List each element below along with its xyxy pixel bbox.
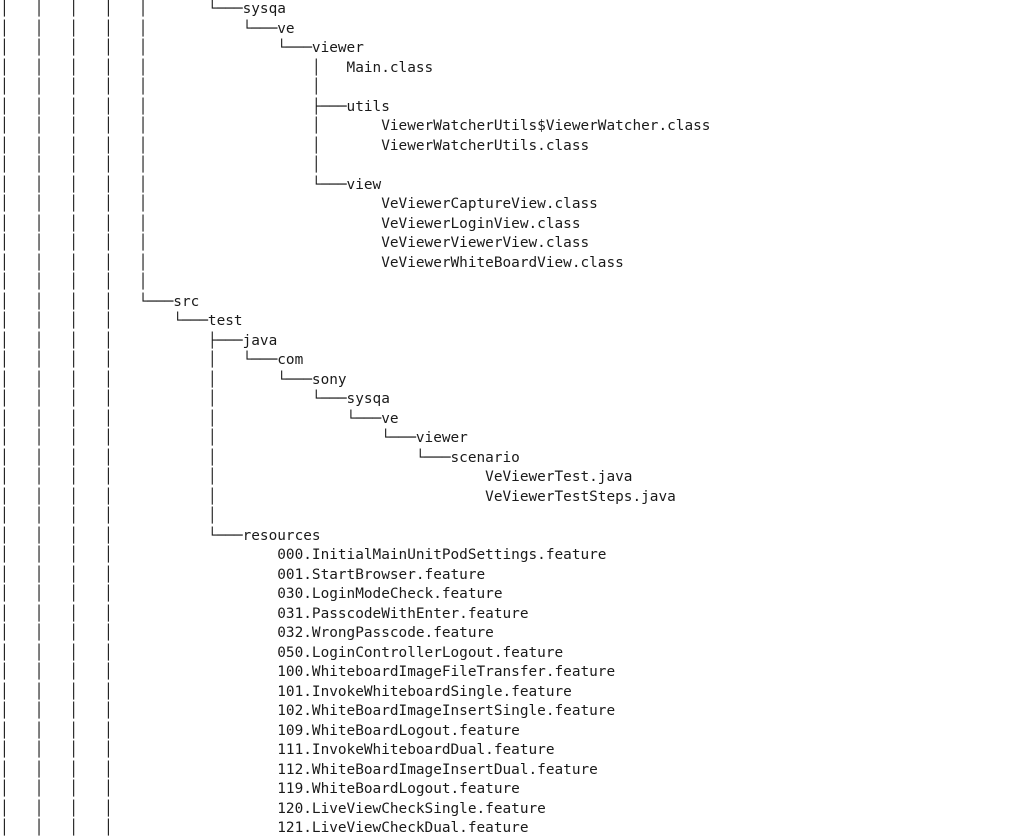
tree-line-viewer-test: │ │ │ │ │ └───viewer: [0, 430, 468, 446]
tree-line-test: │ │ │ │ └───test: [0, 313, 243, 329]
tree-line-spacer: │ │ │ │ │: [0, 274, 148, 290]
tree-line-view: │ │ │ │ │ └───view: [0, 176, 382, 193]
tree-line-whiteboard-view-class: │ │ │ │ │ VeViewerWhiteBoardView.class: [0, 254, 624, 271]
tree-line-sony: │ │ │ │ │ └───sony: [0, 371, 347, 388]
tree-line-viewer-test-java: │ │ │ │ │ VeViewerTest.java: [0, 469, 633, 485]
tree-line-feature-102: │ │ │ │ 102.WhiteBoardImageInsertSingle.…: [0, 703, 616, 719]
tree-line-feature-121: │ │ │ │ 121.LiveViewCheckDual.feature: [0, 820, 529, 836]
tree-line-viewer-view-class: │ │ │ │ │ VeViewerViewerView.class: [0, 235, 590, 251]
tree-line-com: │ │ │ │ │ └───com: [0, 352, 304, 368]
directory-tree: │ │ │ │ │ └───sysqa │ │ │ │ │ └───ve │ │…: [0, 1, 711, 836]
tree-line-spacer: │ │ │ │ │ │: [0, 157, 321, 173]
tree-line-feature-120: │ │ │ │ 120.LiveViewCheckSingle.feature: [0, 800, 546, 817]
tree-line-viewer-test-steps-java: │ │ │ │ │ VeViewerTestSteps.java: [0, 488, 676, 505]
tree-line-java: │ │ │ │ ├───java: [0, 332, 278, 349]
tree-line-sysqa: │ │ │ │ │ └───sysqa: [0, 1, 286, 17]
tree-line-feature-032: │ │ │ │ 032.WrongPasscode.feature: [0, 625, 494, 641]
tree-line-scenario: │ │ │ │ │ └───scenario: [0, 449, 520, 466]
tree-line-feature-000: │ │ │ │ 000.InitialMainUnitPodSettings.f…: [0, 547, 607, 563]
tree-line-spacer: │ │ │ │ │ │: [0, 79, 321, 95]
tree-line-feature-031: │ │ │ │ 031.PasscodeWithEnter.feature: [0, 605, 529, 622]
tree-line-feature-111: │ │ │ │ 111.InvokeWhiteboardDual.feature: [0, 742, 555, 758]
tree-line-feature-100: │ │ │ │ 100.WhiteboardImageFileTransfer.…: [0, 664, 616, 680]
tree-line-login-view-class: │ │ │ │ │ VeViewerLoginView.class: [0, 215, 581, 232]
tree-line-viewer-watcher-utils-class: │ │ │ │ │ │ ViewerWatcherUtils.class: [0, 137, 590, 154]
tree-line-utils: │ │ │ │ │ ├───utils: [0, 98, 390, 115]
tree-line-viewer-watcher-utils-inner-class: │ │ │ │ │ │ ViewerWatcherUtils$ViewerWat…: [0, 118, 711, 134]
tree-line-feature-112: │ │ │ │ 112.WhiteBoardImageInsertDual.fe…: [0, 761, 598, 778]
tree-line-feature-101: │ │ │ │ 101.InvokeWhiteboardSingle.featu…: [0, 683, 572, 700]
tree-line-main-class: │ │ │ │ │ │ Main.class: [0, 59, 434, 76]
tree-line-feature-109: │ │ │ │ 109.WhiteBoardLogout.feature: [0, 722, 520, 739]
tree-line-sysqa-test: │ │ │ │ │ └───sysqa: [0, 391, 390, 407]
tree-line-ve: │ │ │ │ │ └───ve: [0, 20, 295, 37]
tree-line-feature-050: │ │ │ │ 050.LoginControllerLogout.featur…: [0, 644, 564, 661]
tree-line-ve-test: │ │ │ │ │ └───ve: [0, 410, 399, 427]
tree-line-feature-119: │ │ │ │ 119.WhiteBoardLogout.feature: [0, 781, 520, 797]
tree-line-feature-030: │ │ │ │ 030.LoginModeCheck.feature: [0, 586, 503, 602]
tree-line-resources: │ │ │ │ └───resources: [0, 527, 321, 544]
tree-line-src: │ │ │ │ └───src: [0, 293, 200, 310]
tree-line-viewer: │ │ │ │ │ └───viewer: [0, 40, 364, 56]
tree-line-feature-001: │ │ │ │ 001.StartBrowser.feature: [0, 566, 486, 583]
tree-line-capture-view-class: │ │ │ │ │ VeViewerCaptureView.class: [0, 196, 598, 212]
tree-line-spacer: │ │ │ │ │: [0, 508, 217, 524]
